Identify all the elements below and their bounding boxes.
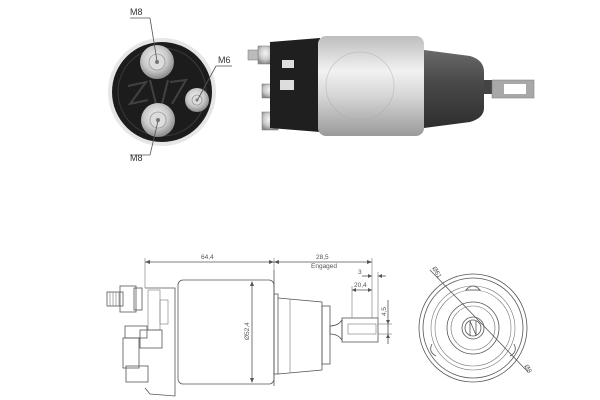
logo-watermark — [127, 78, 188, 106]
end-view-drawing: Ø61 Ø8 — [418, 266, 533, 383]
dim-eye-length: 20,4 — [354, 282, 367, 289]
terminal-top-m8 — [140, 45, 174, 79]
label-m8-bottom: M8 — [130, 153, 143, 163]
dim-end-bottom-right: Ø8 — [522, 364, 533, 375]
dim-body-diameter: Ø52,4 — [244, 322, 251, 340]
logo-watermark — [325, 51, 395, 121]
dim-eye-offset: 3 — [358, 269, 362, 276]
end-view-photo: M8 M6 M8 — [108, 7, 232, 163]
terminal-right-m6 — [185, 88, 209, 112]
dim-body-length: 64,4 — [201, 254, 214, 261]
dim-plunger-travel: 28,5 — [316, 254, 329, 261]
side-view-photo — [247, 36, 535, 136]
dim-plunger-note: Engaged — [311, 263, 337, 270]
dim-eye-width: 4,5 — [381, 307, 388, 316]
label-m6: M6 — [218, 55, 231, 65]
terminal-bottom-m8 — [141, 103, 175, 137]
label-m8-top: M8 — [130, 7, 143, 17]
side-view-drawing: Ø52,4 64,4 28,5 Engaged 3 — [106, 254, 392, 397]
